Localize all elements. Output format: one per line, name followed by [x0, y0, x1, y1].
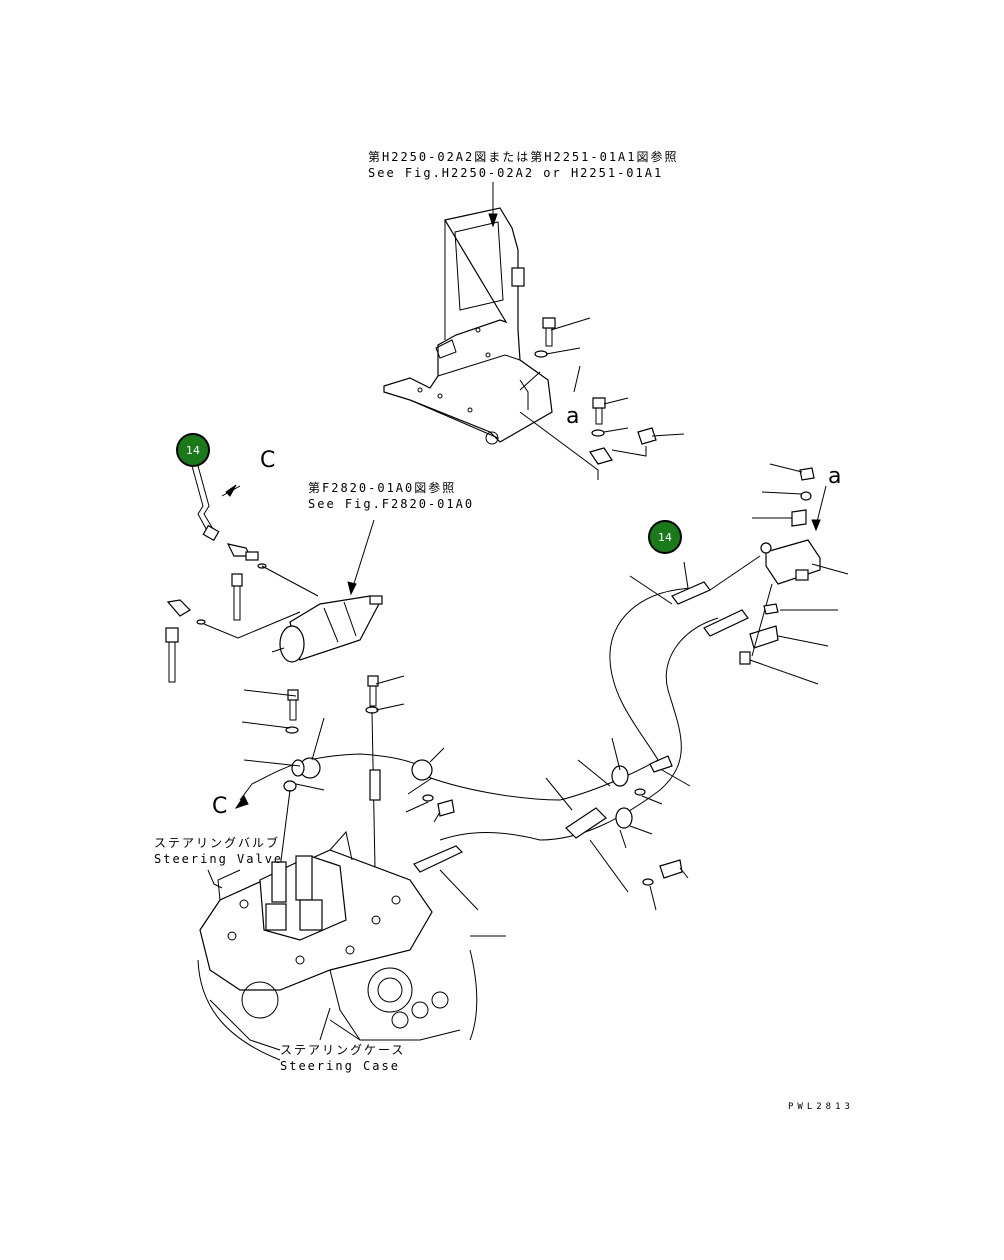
steering-valve-label-en: Steering Valve: [154, 852, 284, 866]
valve-reference-jp: 第F2820-01A0図参照: [308, 481, 457, 495]
clamp-assembly: [234, 675, 691, 937]
marker-a-left: a: [566, 404, 580, 429]
marker-a-right: a: [828, 464, 842, 489]
left-hose-assembly: [165, 465, 383, 683]
steering-case-label-jp: ステアリングケース: [280, 1043, 406, 1057]
part-callout-14-left[interactable]: 14: [176, 433, 210, 467]
drawing-code: PWL2813: [788, 1102, 854, 1112]
part-callout-14-right[interactable]: 14: [648, 520, 682, 554]
bracket-reference-jp: 第H2250-02A2図または第H2251-01A1図参照: [368, 150, 679, 164]
valve-reference-en: See Fig.F2820-01A0: [308, 497, 475, 511]
right-hose-assembly: [419, 463, 849, 841]
steering-case-assembly: [197, 830, 478, 1061]
bracket-reference-en: See Fig.H2250-02A2 or H2251-01A1: [368, 166, 664, 180]
marker-c-bottom: C: [212, 794, 228, 819]
steering-case-label-en: Steering Case: [280, 1059, 400, 1073]
steering-valve-label-jp: ステアリングバルブ: [154, 836, 281, 850]
bracket-assembly: [383, 182, 685, 480]
marker-c-top: C: [260, 448, 276, 473]
